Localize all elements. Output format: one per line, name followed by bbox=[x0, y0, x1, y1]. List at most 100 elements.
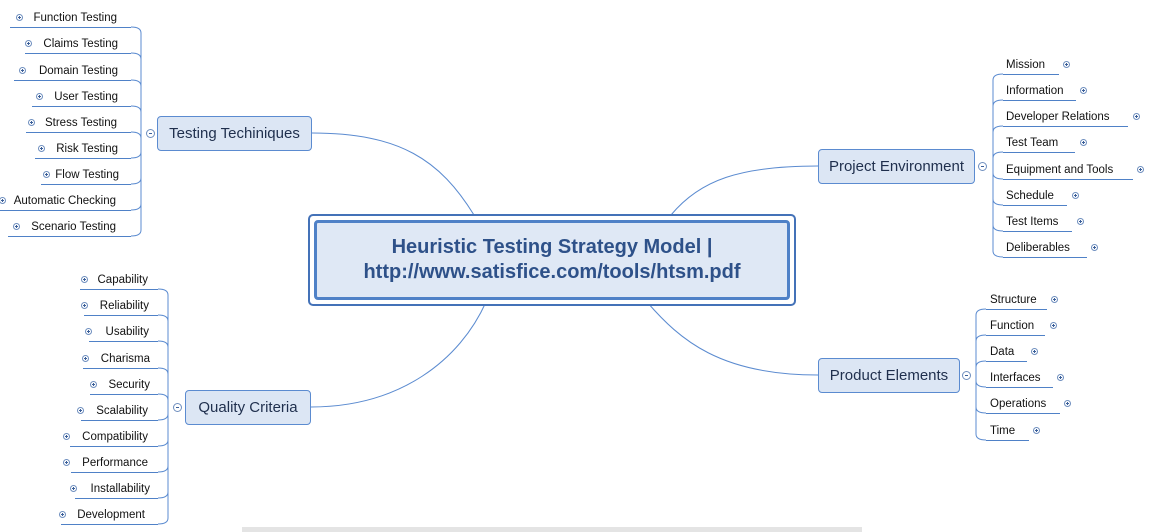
subtopic-structure[interactable]: Structure bbox=[990, 294, 1037, 306]
subtopic-performance[interactable]: Performance bbox=[82, 457, 148, 469]
subtopic-capability[interactable]: Capability bbox=[97, 274, 149, 286]
connector-quality-criteria bbox=[310, 301, 487, 408]
horizontal-scrollbar[interactable] bbox=[242, 527, 862, 532]
subtopic-test-team[interactable]: Test Team bbox=[1006, 137, 1059, 149]
subtopic-connector bbox=[130, 133, 142, 237]
expand-icon[interactable] bbox=[1137, 166, 1144, 173]
subtopic-interfaces[interactable]: Interfaces bbox=[990, 372, 1041, 384]
subtopic-compatibility[interactable]: Compatibility bbox=[82, 431, 148, 443]
expand-icon[interactable] bbox=[1077, 218, 1084, 225]
subtopic-security[interactable]: Security bbox=[108, 379, 150, 391]
subtopic-usability[interactable]: Usability bbox=[105, 326, 149, 338]
topic-quality-criteria[interactable]: Quality Criteria bbox=[185, 390, 311, 425]
expand-icon[interactable] bbox=[38, 145, 45, 152]
subtopic-function-testing[interactable]: Function Testing bbox=[33, 12, 117, 24]
subtopic-underline bbox=[1003, 231, 1072, 232]
subtopic-mission[interactable]: Mission bbox=[1006, 59, 1045, 71]
subtopic-connector bbox=[130, 105, 142, 133]
expand-icon[interactable] bbox=[59, 511, 66, 518]
expand-icon[interactable] bbox=[85, 328, 92, 335]
topic-project-environment[interactable]: Project Environment bbox=[818, 149, 975, 184]
expand-icon[interactable] bbox=[1072, 192, 1079, 199]
expand-icon[interactable] bbox=[77, 407, 84, 414]
expand-icon[interactable] bbox=[1031, 348, 1038, 355]
topic-label: Testing Techiniques bbox=[169, 125, 300, 142]
expand-icon[interactable] bbox=[63, 433, 70, 440]
expand-icon[interactable] bbox=[0, 197, 6, 204]
expand-icon[interactable] bbox=[25, 40, 32, 47]
subtopic-connector bbox=[975, 375, 987, 441]
expand-icon[interactable] bbox=[63, 459, 70, 466]
subtopic-deliberables[interactable]: Deliberables bbox=[1006, 242, 1070, 254]
subtopic-data[interactable]: Data bbox=[990, 346, 1015, 358]
subtopic-claims-testing[interactable]: Claims Testing bbox=[43, 38, 118, 50]
expand-icon[interactable] bbox=[13, 223, 20, 230]
expand-icon[interactable] bbox=[1091, 244, 1098, 251]
expand-icon[interactable] bbox=[36, 93, 43, 100]
subtopic-scalability[interactable]: Scalability bbox=[96, 405, 148, 417]
subtopic-connector bbox=[157, 288, 169, 407]
subtopic-development[interactable]: Development bbox=[77, 509, 145, 521]
expand-icon[interactable] bbox=[1051, 296, 1058, 303]
subtopic-connector bbox=[157, 407, 169, 421]
expand-icon[interactable] bbox=[1133, 113, 1140, 120]
expand-icon[interactable] bbox=[1063, 61, 1070, 68]
subtopic-test-items[interactable]: Test Items bbox=[1006, 216, 1059, 228]
expand-icon[interactable] bbox=[1050, 322, 1057, 329]
collapse-testing-techniques-icon[interactable] bbox=[146, 129, 155, 138]
subtopic-automatic-checking[interactable]: Automatic Checking bbox=[13, 195, 116, 207]
subtopic-flow-testing[interactable]: Flow Testing bbox=[55, 169, 119, 181]
subtopic-schedule[interactable]: Schedule bbox=[1006, 190, 1054, 202]
subtopic-equipment-and-tools[interactable]: Equipment and Tools bbox=[1006, 164, 1114, 176]
expand-icon[interactable] bbox=[1080, 139, 1087, 146]
expand-icon[interactable] bbox=[1064, 400, 1071, 407]
subtopic-risk-testing[interactable]: Risk Testing bbox=[56, 143, 118, 155]
expand-icon[interactable] bbox=[1033, 427, 1040, 434]
collapse-quality-criteria-icon[interactable] bbox=[173, 403, 182, 412]
expand-icon[interactable] bbox=[43, 171, 50, 178]
subtopic-stress-testing[interactable]: Stress Testing bbox=[44, 117, 117, 129]
subtopic-charisma[interactable]: Charisma bbox=[100, 353, 150, 365]
subtopic-function[interactable]: Function bbox=[990, 320, 1035, 332]
subtopic-underline bbox=[70, 446, 158, 447]
subtopic-domain-testing[interactable]: Domain Testing bbox=[38, 65, 118, 77]
expand-icon[interactable] bbox=[81, 276, 88, 283]
expand-icon[interactable] bbox=[70, 485, 77, 492]
subtopic-installability[interactable]: Installability bbox=[90, 483, 150, 495]
connector-product-elements bbox=[646, 301, 819, 376]
central-topic[interactable]: Heuristic Testing Strategy Model | http:… bbox=[308, 214, 796, 306]
expand-icon[interactable] bbox=[1057, 374, 1064, 381]
topic-product-elements[interactable]: Product Elements bbox=[818, 358, 960, 393]
subtopic-underline bbox=[986, 440, 1029, 441]
subtopic-connector bbox=[130, 133, 142, 159]
subtopic-reliability[interactable]: Reliability bbox=[99, 300, 149, 312]
subtopic-time[interactable]: Time bbox=[990, 425, 1016, 437]
subtopic-connector bbox=[992, 125, 1004, 166]
subtopic-underline bbox=[71, 472, 158, 473]
expand-icon[interactable] bbox=[16, 14, 23, 21]
subtopic-developer-relations[interactable]: Developer Relations bbox=[1006, 111, 1110, 123]
expand-icon[interactable] bbox=[81, 302, 88, 309]
subtopic-scenario-testing[interactable]: Scenario Testing bbox=[31, 221, 116, 233]
expand-icon[interactable] bbox=[90, 381, 97, 388]
expand-icon[interactable] bbox=[1080, 87, 1087, 94]
subtopic-operations[interactable]: Operations bbox=[990, 398, 1047, 410]
collapse-project-environment-icon[interactable] bbox=[978, 162, 987, 171]
subtopic-underline bbox=[61, 524, 158, 525]
expand-icon[interactable] bbox=[82, 355, 89, 362]
expand-icon[interactable] bbox=[28, 119, 35, 126]
subtopic-connector bbox=[992, 73, 1004, 166]
subtopic-underline bbox=[84, 315, 158, 316]
subtopic-information[interactable]: Information bbox=[1006, 85, 1064, 97]
subtopic-connector bbox=[157, 367, 169, 407]
subtopic-connector bbox=[975, 334, 987, 375]
subtopic-connector bbox=[130, 26, 142, 133]
expand-icon[interactable] bbox=[19, 67, 26, 74]
collapse-product-elements-icon[interactable] bbox=[962, 371, 971, 380]
subtopic-underline bbox=[986, 387, 1053, 388]
topic-testing-techniques[interactable]: Testing Techiniques bbox=[157, 116, 312, 151]
subtopic-connector bbox=[130, 52, 142, 133]
subtopic-user-testing[interactable]: User Testing bbox=[54, 91, 118, 103]
subtopic-underline bbox=[41, 184, 131, 185]
